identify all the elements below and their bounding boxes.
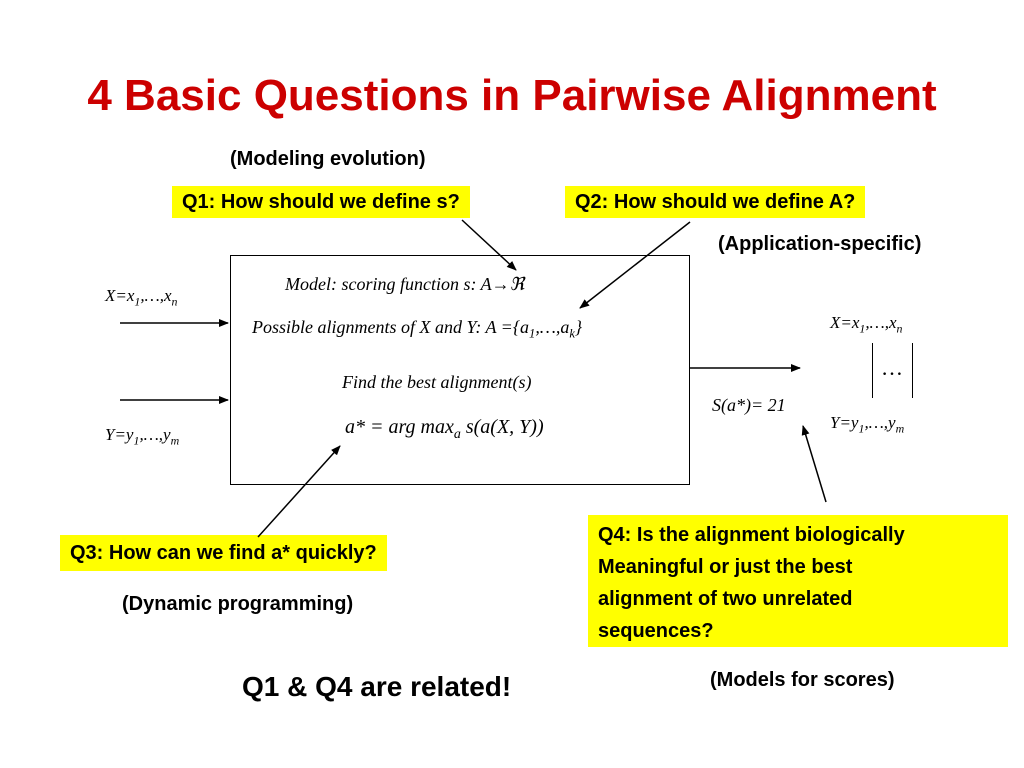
- q4-line-1: Q4: Is the alignment biologically: [598, 524, 905, 546]
- scoring-function-text: Model: scoring function s: A→ℜ: [285, 272, 524, 296]
- input-y-sub1: 1: [133, 433, 140, 448]
- input-sequence-y: Y=y1,…,ym: [105, 424, 179, 451]
- conclusion-text: Q1 & Q4 are related!: [242, 671, 512, 702]
- note-modeling-evolution: (Modeling evolution): [230, 148, 426, 170]
- output-y-mid: ,…,y: [864, 413, 896, 432]
- alignment-bar-right: [912, 343, 913, 398]
- alignments-suffix: }: [574, 317, 583, 337]
- input-y-prefix: Y=y: [105, 425, 134, 444]
- formula-lhs: a* = arg max: [345, 416, 454, 438]
- question-box-q1: Q1: How should we define s?: [172, 186, 470, 218]
- input-x-prefix: X=x: [105, 286, 135, 305]
- note-application-specific: (Application-specific): [718, 233, 922, 255]
- output-x-sub1: 1: [859, 321, 866, 336]
- alignment-ellipsis: …: [881, 355, 903, 380]
- q4-pointer-arrow: [801, 425, 827, 503]
- possible-alignments-text: Possible alignments of X and Y: A ={a1,……: [252, 315, 582, 346]
- output-sequence-x: X=x1,…,xn: [830, 312, 902, 339]
- question-box-q3: Q3: How can we find a* quickly?: [60, 535, 387, 571]
- input-x-subn: n: [171, 294, 178, 309]
- q4-line-3: alignment of two unrelated: [598, 588, 853, 610]
- input-sequence-x: X=x1,…,xn: [105, 285, 177, 312]
- output-y-subm: m: [895, 421, 905, 436]
- alignment-bar-left: [872, 343, 873, 398]
- output-x-mid: ,…,x: [865, 313, 897, 332]
- note-models-for-scores: (Models for scores): [710, 669, 895, 691]
- q4-line-4: sequences?: [598, 620, 714, 642]
- find-best-alignment-text: Find the best alignment(s): [342, 372, 532, 392]
- output-y-prefix: Y=y: [830, 413, 859, 432]
- output-sequence-y: Y=y1,…,ym: [830, 412, 904, 439]
- output-x-subn: n: [896, 321, 903, 336]
- question-box-q2: Q2: How should we define A?: [565, 186, 866, 218]
- output-y-sub1: 1: [858, 421, 865, 436]
- alignments-prefix: Possible alignments of X and Y: A ={a: [252, 317, 530, 337]
- input-x-sub1: 1: [134, 294, 141, 309]
- output-x-prefix: X=x: [830, 313, 860, 332]
- q4-line-2: Meaningful or just the best: [598, 556, 853, 578]
- alignments-sub-k: k: [569, 326, 575, 341]
- reals-symbol: ℜ: [509, 274, 525, 294]
- slide-title: 4 Basic Questions in Pairwise Alignment: [87, 71, 937, 120]
- alignments-mid: ,…,a: [535, 317, 570, 337]
- input-y-mid: ,…,y: [139, 425, 171, 444]
- formula-rhs: s(a(X, Y)): [465, 416, 544, 438]
- formula-sub: a: [453, 427, 461, 442]
- argmax-formula: a* = arg maxa s(a(X, Y)): [345, 414, 544, 448]
- maps-to-arrow: →: [491, 274, 510, 294]
- alignments-sub-1: 1: [529, 326, 536, 341]
- score-value: S(a*)= 21: [712, 395, 786, 415]
- scoring-function-label: Model: scoring function s: A: [285, 274, 492, 294]
- question-box-q4: Q4: Is the alignment biologically Meanin…: [588, 515, 1008, 647]
- note-dynamic-programming: (Dynamic programming): [122, 593, 354, 615]
- model-box: [230, 255, 690, 485]
- input-y-subm: m: [170, 433, 180, 448]
- input-x-mid: ,…,x: [140, 286, 172, 305]
